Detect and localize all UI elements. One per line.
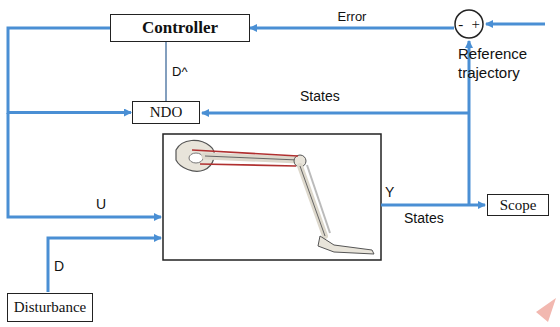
signal-label: Y	[385, 184, 394, 201]
box-label: Controller	[142, 18, 218, 38]
signal-connector	[165, 42, 167, 101]
summing-junction: -+	[454, 9, 484, 39]
signal-label: States	[300, 88, 340, 105]
controller-box: Controller	[110, 14, 250, 42]
plant-box	[163, 134, 381, 260]
signal-label: D	[54, 258, 64, 275]
box-label: NDO	[150, 104, 183, 121]
edge-label: D^	[172, 63, 188, 80]
scope-box: Scope	[487, 194, 549, 216]
box-label: Disturbance	[14, 299, 86, 316]
signal-label: States	[404, 210, 444, 227]
leg-illustration	[176, 140, 374, 254]
input-label: Reference trajectory	[458, 44, 548, 82]
box-label: Scope	[500, 197, 537, 214]
sign-symbol: -	[458, 16, 463, 33]
signal-connector	[250, 27, 454, 30]
observer-box: NDO	[132, 101, 200, 124]
disturbance-box: Disturbance	[7, 293, 93, 322]
edge-label: Error	[338, 8, 367, 25]
watermark	[536, 298, 556, 322]
sign-symbol: +	[471, 16, 479, 33]
signal-label: U	[96, 196, 106, 213]
